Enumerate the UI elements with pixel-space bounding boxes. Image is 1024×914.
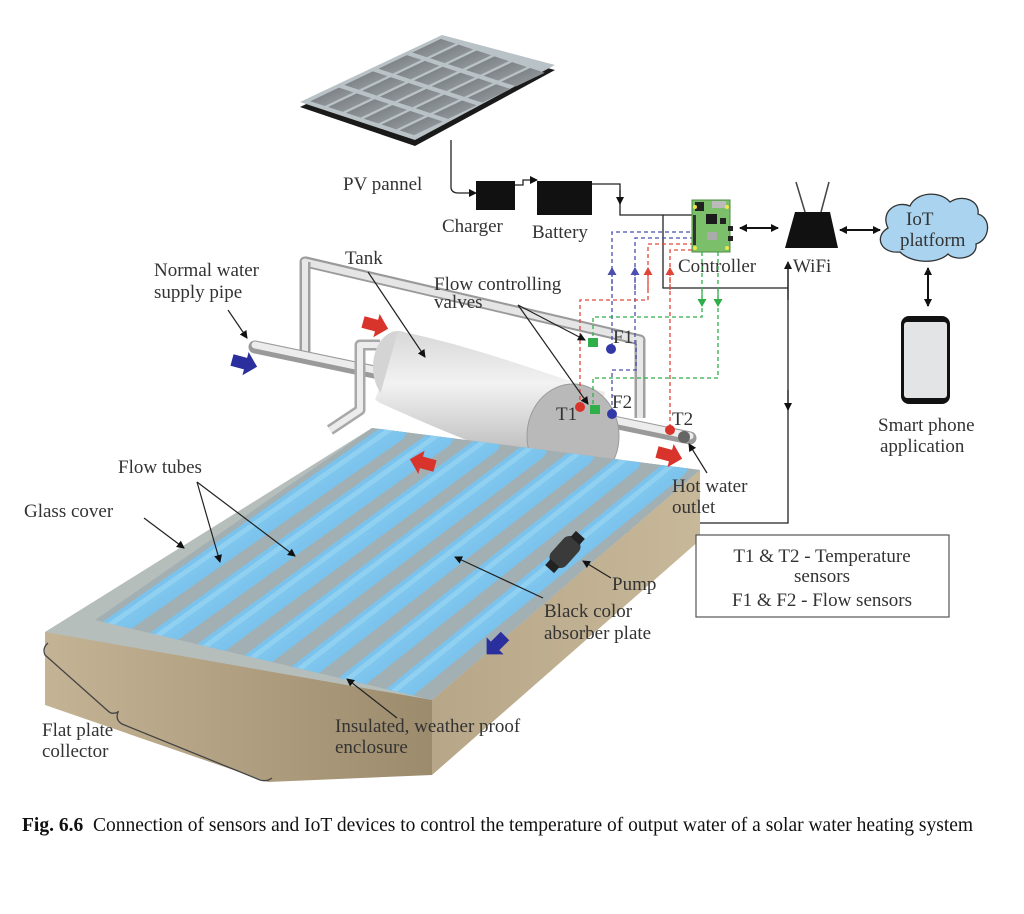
solar-water-heating-diagram: PV pannel Charger Battery Controller WiF… (24, 35, 989, 782)
pv-cell (378, 55, 422, 74)
legend-line-1: T1 & T2 - Temperature (733, 546, 910, 567)
charger-box (476, 181, 515, 210)
smartphone-label-1: Smart phone (878, 415, 975, 436)
hot-water-label-1: Hot water (672, 476, 748, 497)
pv-cell (447, 50, 492, 69)
battery-to-controller-wire (592, 183, 693, 216)
cold-flow-arrow-icon (230, 352, 258, 376)
controller-board (691, 199, 733, 253)
flow-tube-highlight (103, 430, 442, 676)
hot-flow-arrow-icon (361, 314, 389, 338)
f1-label: F1 (613, 327, 633, 348)
flow-tube-highlight (296, 455, 630, 700)
valves-label-1: Flow controlling (434, 274, 562, 295)
figure-caption: Fig. 6.6 Connection of sensors and IoT d… (22, 812, 1012, 840)
f2-label: F2 (612, 392, 632, 413)
wifi-label: WiFi (793, 256, 831, 277)
figure-caption-text: Connection of sensors and IoT devices to… (92, 815, 974, 836)
pv-cell (413, 66, 458, 86)
flow-tube (240, 444, 594, 700)
pv-cell (310, 87, 354, 107)
absorber-label-2: absorber plate (544, 623, 651, 644)
legend-box: T1 & T2 - Temperature sensors F1 & F2 - … (695, 534, 950, 618)
flow-tube (192, 438, 547, 700)
legend-line-2: sensors (794, 566, 850, 587)
cold-flow-arrow-icon (486, 631, 510, 655)
collector-brace (43, 642, 273, 782)
smartphone-icon (901, 316, 950, 404)
pv-cell (465, 56, 510, 75)
flat-plate-collector (45, 428, 700, 782)
pv-cell (412, 38, 456, 58)
valves-label-2: valves (434, 292, 483, 313)
charger-label: Charger (442, 216, 504, 237)
flow-tube-highlight (151, 436, 489, 687)
pv-cell (483, 62, 527, 81)
tank-label: Tank (345, 248, 383, 269)
pv-cell (433, 100, 477, 119)
normal-water-label-2: supply pipe (154, 282, 242, 303)
iot-platform-label-2: platform (900, 230, 966, 251)
flow-valve-1-icon (588, 338, 598, 347)
collector-label-2: collector (42, 741, 109, 762)
pv-panel (300, 35, 555, 146)
flow-tubes-label: Flow tubes (118, 457, 202, 478)
iot-platform-cloud-icon (879, 193, 989, 262)
tank-pointer (367, 271, 426, 358)
pump-icon (545, 530, 585, 574)
collector-label-1: Flat plate (42, 720, 113, 741)
flow-sensor-f2-icon (607, 409, 617, 419)
pv-cell (399, 116, 443, 136)
pv-cell (430, 44, 474, 64)
normal-water-label-1: Normal water (154, 260, 260, 281)
pv-cell (363, 105, 408, 124)
pv-cell (344, 71, 388, 90)
legend-line-3: F1 & F2 - Flow sensors (732, 590, 912, 611)
wifi-router-icon (785, 181, 838, 248)
hot-water-label-2: outlet (672, 497, 716, 518)
smartphone-label-2: application (880, 436, 965, 457)
iot-platform-label-1: IoT (906, 209, 934, 230)
pv-cell (379, 82, 424, 102)
pv-cell (397, 88, 442, 108)
pv-cell (501, 67, 545, 87)
charger-to-battery-wire (515, 176, 538, 186)
pv-to-charger-wire (450, 140, 477, 197)
flow-tube-highlight (248, 449, 583, 700)
flow-tube-highlight (95, 428, 395, 664)
glass-cover-label: Glass cover (24, 501, 114, 522)
flow-sensor-f1-icon (606, 344, 616, 354)
pv-cell (328, 93, 372, 112)
hot-flow-arrow-icon (655, 444, 683, 468)
t2-label: T2 (672, 409, 693, 430)
figure-caption-label: Fig. 6.6 (22, 815, 84, 836)
absorber-label-1: Black color (544, 601, 633, 622)
battery-box (537, 181, 592, 215)
pv-panel-label: PV pannel (343, 174, 422, 195)
flow-valve-2-icon (590, 405, 600, 414)
pv-cell (362, 77, 406, 96)
battery-label: Battery (532, 222, 588, 243)
pv-cell (467, 84, 511, 103)
power-to-wifi-wire (662, 215, 788, 289)
pump-label: Pump (612, 574, 656, 595)
flow-tube-highlight (344, 461, 677, 700)
temp-sensor-t2-icon (665, 425, 675, 435)
flow-tube-highlight (199, 443, 536, 698)
t1-label: T1 (556, 404, 577, 425)
pv-cell (449, 78, 493, 97)
pv-cell (431, 72, 476, 92)
pv-cell (345, 99, 390, 118)
enclosure-label-2: enclosure (335, 737, 408, 758)
hot-flow-arrow-icon (409, 450, 437, 474)
pv-cell (415, 94, 459, 114)
pv-cell (396, 60, 440, 80)
signal-wires (579, 231, 723, 428)
flow-arrows (230, 314, 683, 655)
pv-cell (381, 110, 425, 130)
flow-tube (336, 456, 688, 700)
enclosure-label-1: Insulated, weather proof (335, 716, 521, 737)
